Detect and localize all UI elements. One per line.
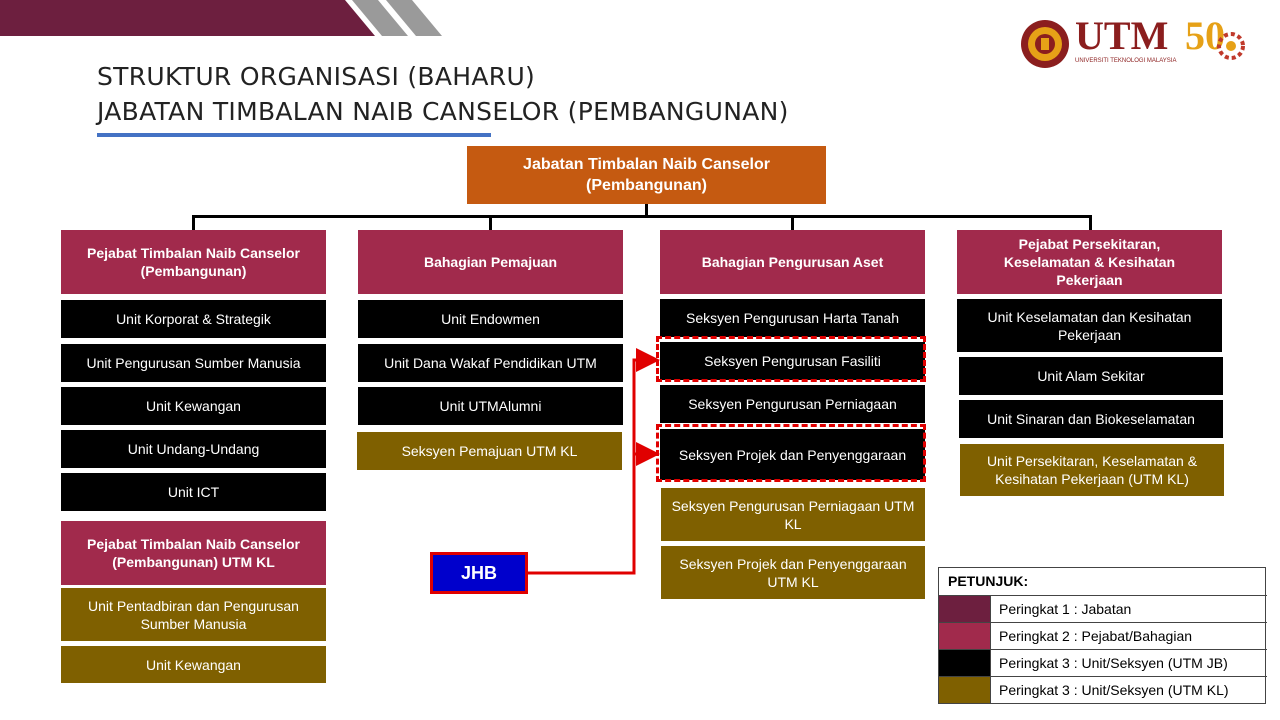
col3-item[interactable]: Seksyen Pengurusan Fasiliti <box>660 342 925 380</box>
col2-item[interactable]: Unit Dana Wakaf Pendidikan UTM <box>358 344 623 382</box>
col1-item[interactable]: Unit Pengurusan Sumber Manusia <box>61 344 326 382</box>
utm-crest-icon <box>1021 20 1069 68</box>
utm-logo-text: UTM <box>1075 13 1169 58</box>
connector <box>192 215 195 230</box>
col4-item[interactable]: Unit Alam Sekitar <box>959 357 1223 395</box>
connector <box>192 215 1092 218</box>
col1-kl-item[interactable]: Unit Pentadbiran dan Pengurusan Sumber M… <box>61 588 326 641</box>
col3-item[interactable]: Seksyen Pengurusan Perniagaan <box>660 385 925 423</box>
top-department-box[interactable]: Jabatan Timbalan Naib Canselor (Pembangu… <box>467 146 826 204</box>
legend-swatch <box>939 623 991 649</box>
col2-kl-item[interactable]: Seksyen Pemajuan UTM KL <box>357 432 622 470</box>
jhb-box[interactable]: JHB <box>430 552 528 594</box>
title-underline <box>97 133 491 137</box>
connector <box>645 203 648 217</box>
legend-swatch <box>939 596 991 622</box>
legend-row: Peringkat 2 : Pejabat/Bahagian <box>939 622 1267 649</box>
col3-item[interactable]: Seksyen Pengurusan Harta Tanah <box>660 299 925 337</box>
legend-label: Peringkat 3 : Unit/Seksyen (UTM JB) <box>999 655 1228 671</box>
col2-item[interactable]: Unit UTMAlumni <box>358 387 623 425</box>
col1-head[interactable]: Pejabat Timbalan Naib Canselor (Pembangu… <box>61 230 326 294</box>
page-title-line1: STRUKTUR ORGANISASI (BAHARU) <box>97 62 536 91</box>
jhb-arrows <box>528 348 660 575</box>
legend-row: Peringkat 1 : Jabatan <box>939 595 1267 622</box>
legend-row: Peringkat 3 : Unit/Seksyen (UTM JB) <box>939 649 1267 676</box>
highlight-frame <box>656 336 926 382</box>
col1-kl-head[interactable]: Pejabat Timbalan Naib Canselor (Pembangu… <box>61 521 326 585</box>
col4-head[interactable]: Pejabat Persekitaran, Keselamatan & Kesi… <box>957 230 1222 294</box>
col2-head[interactable]: Bahagian Pemajuan <box>358 230 623 294</box>
col1-kl-item[interactable]: Unit Kewangan <box>61 646 326 683</box>
anniversary-logo: 50 <box>1185 13 1225 58</box>
anniversary-gear-icon <box>1217 32 1245 60</box>
legend-row: Peringkat 3 : Unit/Seksyen (UTM KL) <box>939 676 1267 703</box>
legend-swatch <box>939 677 991 703</box>
col3-item[interactable]: Seksyen Projek dan Penyenggaraan <box>660 429 925 480</box>
col1-item[interactable]: Unit Undang-Undang <box>61 430 326 468</box>
legend-label: Peringkat 1 : Jabatan <box>999 601 1132 617</box>
col1-item[interactable]: Unit Kewangan <box>61 387 326 425</box>
legend: PETUNJUK: Peringkat 1 : Jabatan Peringka… <box>938 567 1267 704</box>
col1-item[interactable]: Unit Korporat & Strategik <box>61 300 326 338</box>
col3-head[interactable]: Bahagian Pengurusan Aset <box>660 230 925 294</box>
col3-kl-item[interactable]: Seksyen Projek dan Penyenggaraan UTM KL <box>661 546 925 599</box>
connector <box>489 215 492 230</box>
col4-item[interactable]: Unit Sinaran dan Biokeselamatan <box>959 400 1223 438</box>
legend-label: Peringkat 2 : Pejabat/Bahagian <box>999 628 1193 644</box>
page-title-line2: JABATAN TIMBALAN NAIB CANSELOR (PEMBANGU… <box>97 97 789 126</box>
legend-title: PETUNJUK: <box>948 573 1029 589</box>
col3-kl-item[interactable]: Seksyen Pengurusan Perniagaan UTM KL <box>661 488 925 541</box>
top-banner <box>0 0 460 36</box>
banner-shape <box>0 0 442 36</box>
col4-item[interactable]: Unit Keselamatan dan Kesihatan Pekerjaan <box>957 299 1222 352</box>
col4-kl-item[interactable]: Unit Persekitaran, Keselamatan & Kesihat… <box>960 444 1224 496</box>
utm-logo: UTM UNIVERSITI TEKNOLOGI MALAYSIA 50 <box>1003 2 1265 74</box>
connector <box>791 215 794 230</box>
legend-swatch <box>939 650 991 676</box>
col2-item[interactable]: Unit Endowmen <box>358 300 623 338</box>
legend-label: Peringkat 3 : Unit/Seksyen (UTM KL) <box>999 682 1229 698</box>
highlight-frame <box>656 424 926 482</box>
utm-logo-subtext: UNIVERSITI TEKNOLOGI MALAYSIA <box>1075 58 1177 64</box>
connector <box>1089 215 1092 230</box>
col1-item[interactable]: Unit ICT <box>61 473 326 511</box>
